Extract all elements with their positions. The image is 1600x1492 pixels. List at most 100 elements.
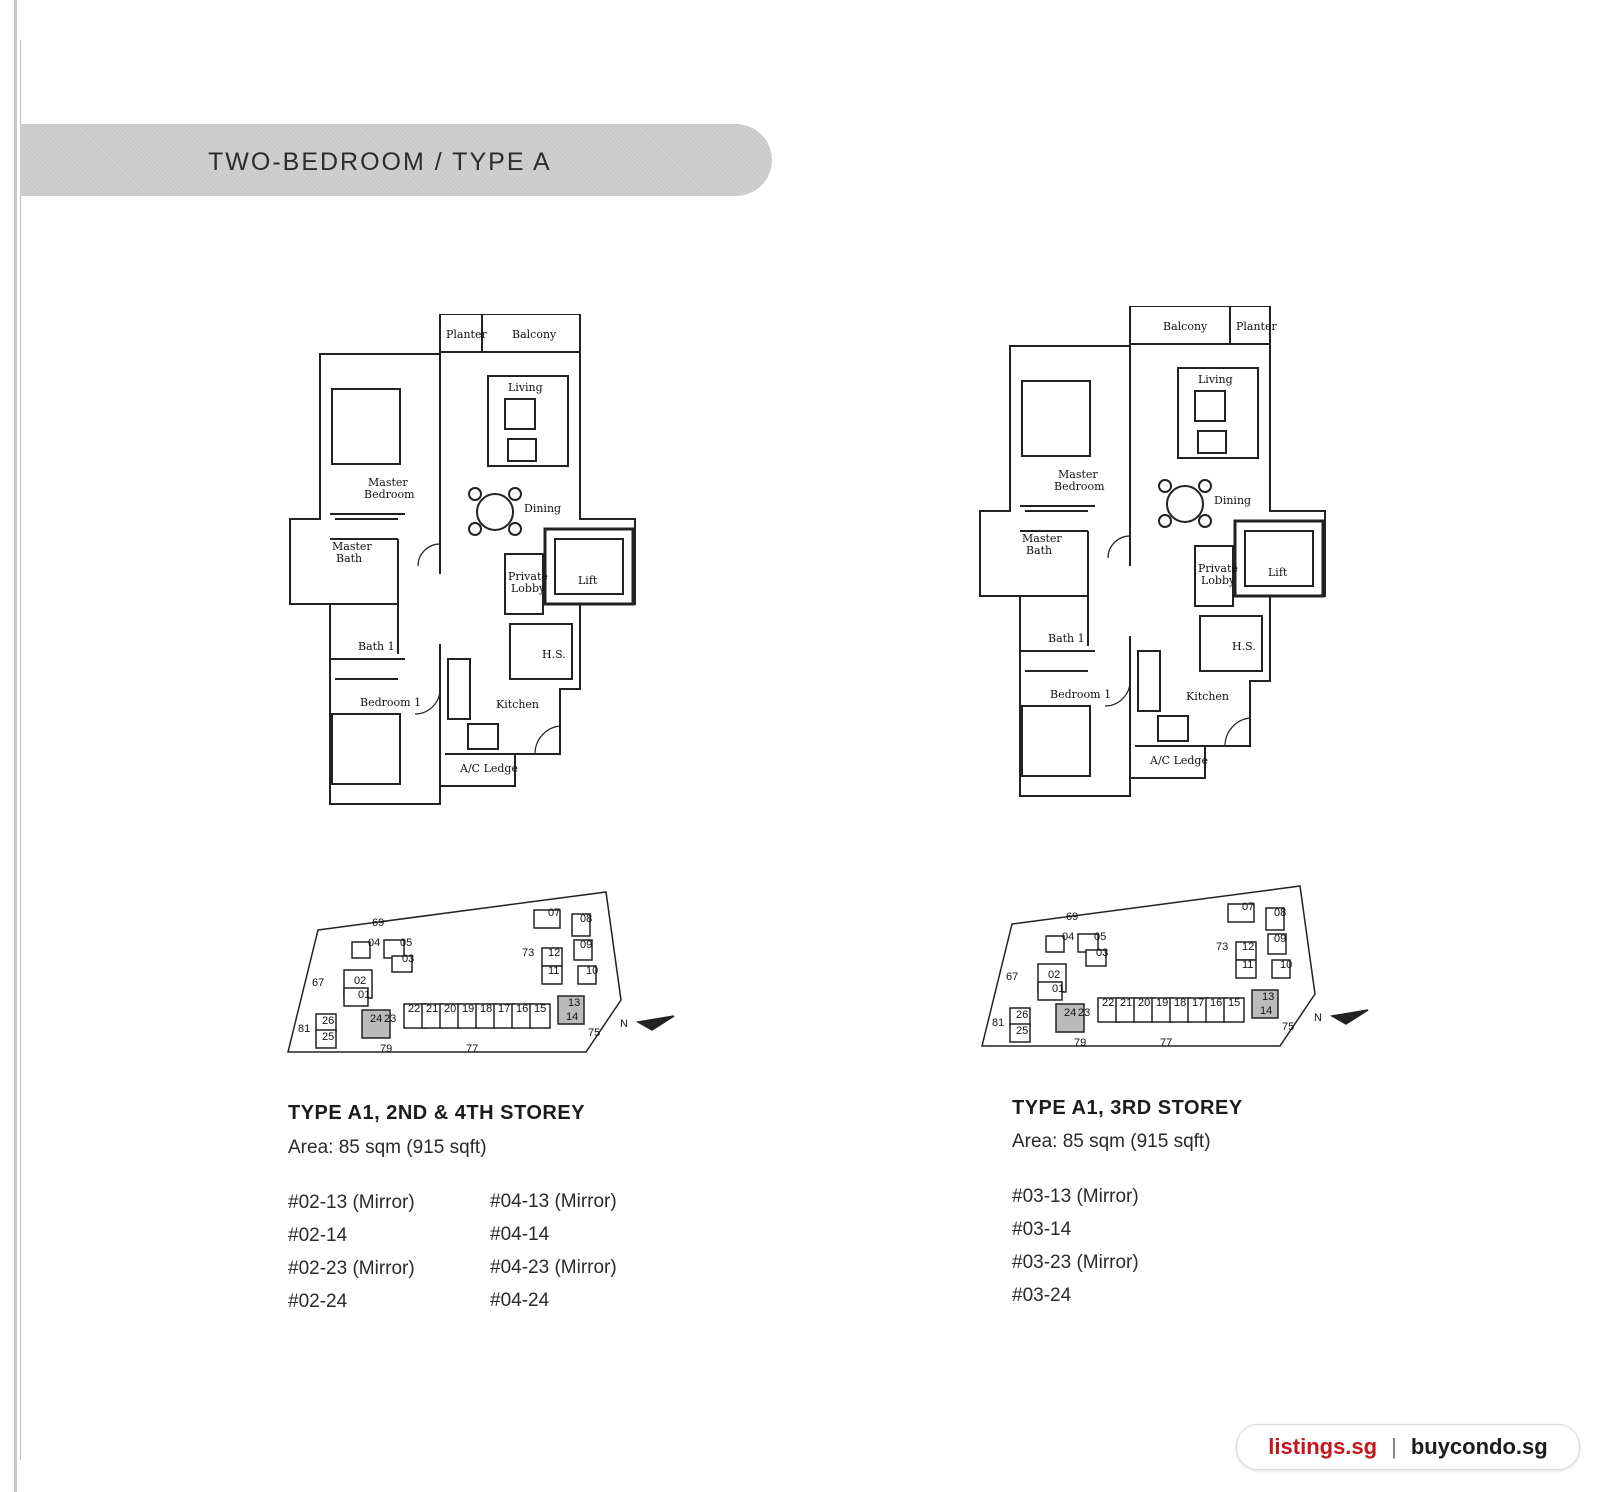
label-private-lobby-1: Private xyxy=(508,570,548,583)
unit-item: #03-14 xyxy=(1012,1219,1072,1240)
site-block-label: 20 xyxy=(1138,997,1150,1009)
site-block-label: 24 xyxy=(370,1013,382,1025)
site-block-label: 04 xyxy=(368,937,380,949)
site-block-label: 21 xyxy=(426,1003,438,1015)
unit-item: #04-14 xyxy=(490,1224,550,1245)
site-block-label: 79 xyxy=(380,1043,392,1055)
site-block-label: 23 xyxy=(384,1013,396,1025)
site-block-label: 08 xyxy=(1274,907,1286,919)
site-block xyxy=(351,941,371,959)
site-block-label: 11 xyxy=(548,965,559,977)
label-master-bedroom-2: Bedroom xyxy=(364,488,415,501)
site-block xyxy=(343,987,369,1007)
unit-item: #03-24 xyxy=(1012,1285,1072,1306)
site-block-label: 02 xyxy=(1048,969,1060,981)
site-block-label: 02 xyxy=(354,975,366,987)
site-block xyxy=(1235,959,1257,979)
site-block-label: 69 xyxy=(1066,911,1078,923)
site-block-label: 73 xyxy=(522,947,534,959)
site-block-label: 23 xyxy=(1078,1007,1090,1019)
site-block-label: 81 xyxy=(298,1023,310,1035)
label-bedroom1: Bedroom 1 xyxy=(1050,688,1111,701)
site-block-label: 19 xyxy=(1156,997,1168,1009)
brand-buycondo[interactable]: buycondo.sg xyxy=(1410,1434,1548,1459)
scan-edge xyxy=(14,0,17,1492)
site-block-label: 18 xyxy=(480,1003,492,1015)
site-block-label: 01 xyxy=(1052,983,1064,995)
site-block xyxy=(1037,981,1063,1001)
site-block xyxy=(541,965,563,985)
north-label: N xyxy=(1314,1012,1322,1024)
site-block xyxy=(571,913,591,937)
site-block-label: 11 xyxy=(1242,959,1253,971)
label-living: Living xyxy=(508,381,543,394)
site-block-label: 09 xyxy=(580,939,592,951)
site-block xyxy=(573,939,593,961)
label-master-bath-2: Bath xyxy=(1026,544,1052,557)
site-block xyxy=(1227,903,1255,923)
type-title-left: TYPE A1, 2ND & 4TH STOREY xyxy=(288,1102,586,1124)
label-bath1: Bath 1 xyxy=(1048,632,1085,645)
site-block-label: 75 xyxy=(1282,1021,1294,1033)
unit-item: #02-24 xyxy=(288,1291,348,1312)
label-master-bedroom-1: Master xyxy=(368,476,408,489)
site-block-label: 81 xyxy=(992,1017,1004,1029)
label-planter: Planter xyxy=(446,328,487,341)
site-block-label: 77 xyxy=(1160,1037,1172,1049)
label-bedroom1: Bedroom 1 xyxy=(360,696,421,709)
site-block-label: 20 xyxy=(444,1003,456,1015)
site-block-label: 13 xyxy=(1262,991,1274,1003)
label-master-bedroom-2: Bedroom xyxy=(1054,480,1105,493)
label-balcony: Balcony xyxy=(512,328,557,341)
label-master-bath-2: Bath xyxy=(336,552,362,565)
label-dining: Dining xyxy=(1214,494,1251,507)
site-block xyxy=(1085,949,1107,967)
site-block-label: 09 xyxy=(1274,933,1286,945)
site-block-label: 26 xyxy=(322,1015,334,1027)
site-block-label: 67 xyxy=(1006,971,1018,983)
scan-edge-line xyxy=(20,40,21,1460)
site-block xyxy=(1267,933,1287,955)
site-block-label: 05 xyxy=(1094,931,1106,943)
site-block-label: 14 xyxy=(1260,1005,1272,1017)
site-block-label: 12 xyxy=(1242,941,1254,953)
site-block-label: 22 xyxy=(408,1003,420,1015)
floor-plan-left: Planter Balcony Living Master Bedroom Di… xyxy=(270,314,650,814)
site-block-label: 07 xyxy=(548,907,560,919)
site-block-label: 69 xyxy=(372,917,384,929)
site-block-label: 01 xyxy=(358,989,370,1001)
site-block-label: 10 xyxy=(586,965,598,977)
unit-item: #02-23 (Mirror) xyxy=(288,1258,415,1279)
label-private-lobby-2: Lobby xyxy=(511,582,546,595)
site-block-label: 10 xyxy=(1280,959,1292,971)
label-hs: H.S. xyxy=(542,648,566,661)
site-block-label: 07 xyxy=(1242,901,1254,913)
label-living: Living xyxy=(1198,373,1233,386)
label-hs: H.S. xyxy=(1232,640,1256,653)
brand-listings[interactable]: listings.sg xyxy=(1268,1434,1378,1459)
header-banner xyxy=(20,124,772,196)
site-block-label: 03 xyxy=(1096,947,1108,959)
site-block xyxy=(533,909,561,929)
branding-badge: listings.sg | buycondo.sg xyxy=(1236,1424,1580,1470)
site-block-label: 04 xyxy=(1062,931,1074,943)
site-block xyxy=(391,955,413,973)
label-private-lobby-2: Lobby xyxy=(1201,574,1236,587)
site-block-label: 77 xyxy=(466,1043,478,1055)
label-planter: Planter xyxy=(1236,320,1277,333)
unit-item: #02-14 xyxy=(288,1225,348,1246)
brand-separator: | xyxy=(1391,1434,1397,1459)
site-block-label: 24 xyxy=(1064,1007,1076,1019)
site-block-label: 08 xyxy=(580,913,592,925)
label-bath1: Bath 1 xyxy=(358,640,395,653)
unit-item: #04-23 (Mirror) xyxy=(490,1257,617,1278)
label-private-lobby-1: Private xyxy=(1198,562,1238,575)
site-block-label: 18 xyxy=(1174,997,1186,1009)
floor-plan-right: Balcony Planter Living Master Bedroom Di… xyxy=(960,306,1340,806)
area-right: Area: 85 sqm (915 sqft) xyxy=(1012,1131,1211,1152)
site-block xyxy=(1009,1023,1031,1043)
label-master-bedroom-1: Master xyxy=(1058,468,1098,481)
north-arrow-icon xyxy=(635,1015,675,1031)
site-block xyxy=(1265,907,1285,931)
